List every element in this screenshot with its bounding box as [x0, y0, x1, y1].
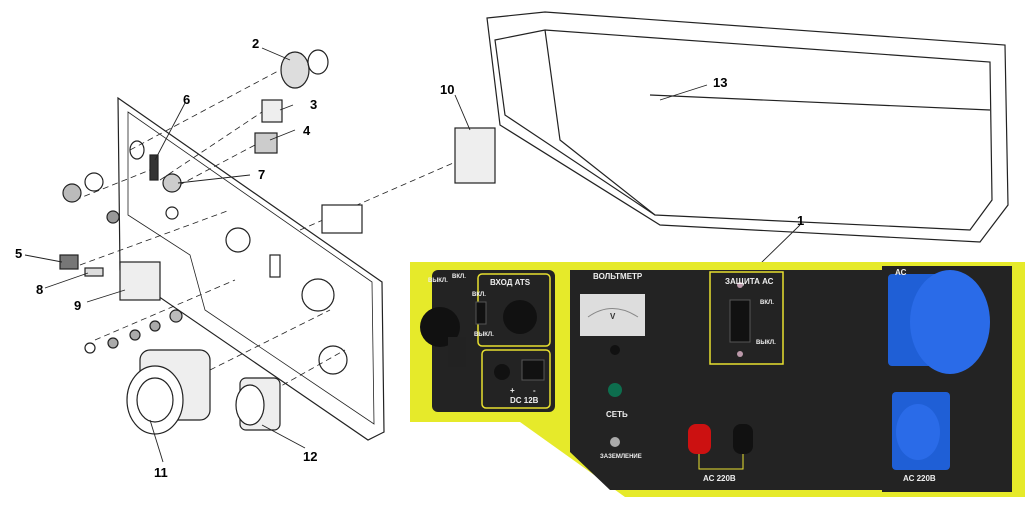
terminals-label: АС 220В	[703, 474, 736, 483]
callout-6: 6	[183, 92, 191, 107]
ats-title: ВХОД ATS	[490, 278, 531, 287]
callout-12: 12	[303, 449, 318, 464]
callout-13: 13	[713, 75, 728, 90]
callout-11: 11	[154, 465, 168, 480]
ground-label: ЗАЗЕМЛЕНИЕ	[600, 454, 642, 460]
callout-3: 3	[310, 97, 318, 112]
protection-off-label: ВЫКЛ.	[756, 340, 776, 346]
part-4-switch	[254, 132, 278, 154]
dc-plus-label: +	[510, 386, 515, 395]
ats-off-label: ВЫКЛ.	[474, 332, 494, 338]
callout-7: 7	[258, 167, 266, 182]
protection-title: ЗАЩИТА АС	[725, 277, 774, 286]
control-panel-photo: ВЫКЛ. ВКЛ. ВХОД ATS ВКЛ. ВЫКЛ. + - DC 12…	[410, 262, 1025, 500]
callout-8: 8	[36, 282, 44, 297]
part-10-breaker	[454, 127, 496, 184]
part-2-key-switch	[280, 49, 329, 89]
protection-on-label: ВКЛ.	[760, 300, 774, 306]
network-label: СЕТЬ	[606, 410, 628, 419]
socket-bottom-label: АС 220В	[903, 474, 936, 483]
part-12-socket	[235, 377, 281, 431]
ats-on-label: ВКЛ.	[472, 292, 486, 298]
front-panel-plate	[117, 96, 385, 441]
callout-10: 10	[440, 82, 455, 97]
part-6-fuse	[149, 154, 159, 181]
callout-5: 5	[15, 246, 23, 261]
part-11-socket	[126, 349, 211, 435]
part-13-cover	[486, 11, 1009, 243]
callout-1: 1	[797, 213, 805, 228]
callout-9: 9	[74, 298, 82, 313]
part-8-lamp	[84, 267, 104, 277]
socket-top-label: АС	[895, 268, 907, 277]
dc-minus-label: -	[533, 386, 536, 395]
dc-12v-label: DC 12В	[510, 396, 539, 405]
key-on-label: ВКЛ.	[452, 274, 466, 280]
voltmeter-unit: V	[610, 312, 616, 321]
voltmeter-label: ВОЛЬТМЕТР	[593, 272, 643, 281]
part-3-bracket	[261, 99, 283, 123]
callout-4: 4	[303, 123, 311, 138]
part-5-connector	[59, 254, 79, 270]
callout-2: 2	[252, 36, 260, 51]
key-off-label: ВЫКЛ.	[428, 278, 448, 284]
part-9-voltmeter	[119, 261, 161, 301]
